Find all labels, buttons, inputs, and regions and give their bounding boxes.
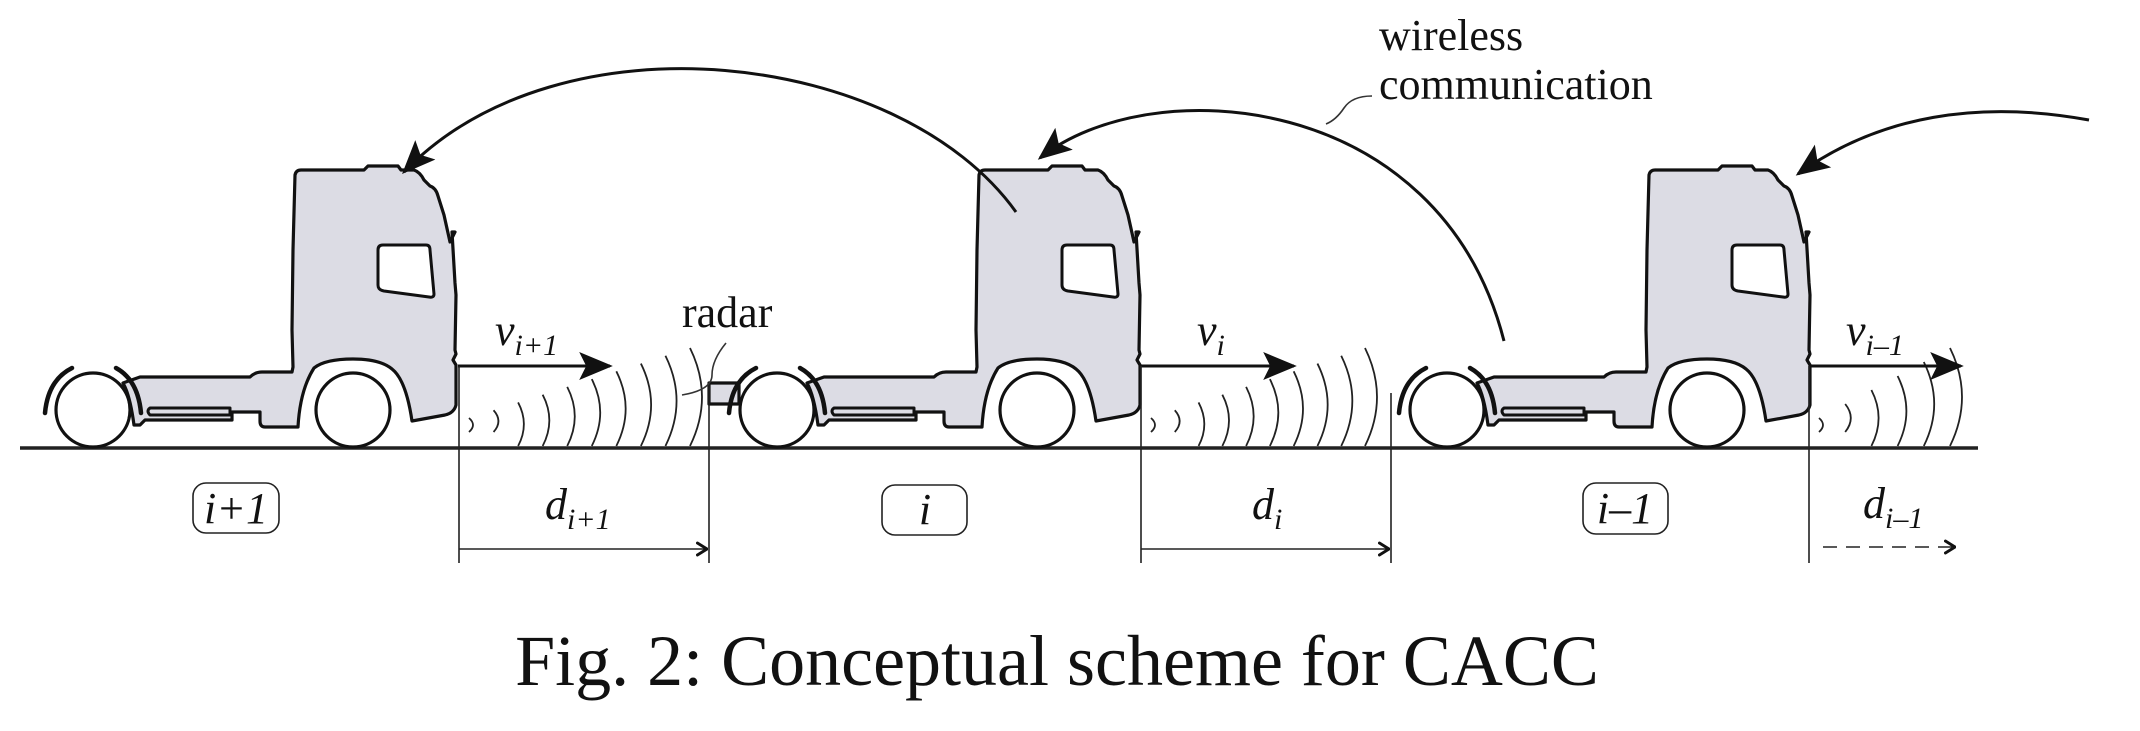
- velocity-label: vi: [1197, 306, 1225, 362]
- truck-i: [707, 166, 1140, 447]
- radar-wave-arc: [1364, 347, 1378, 447]
- gap-label: di: [1252, 480, 1282, 536]
- radar-wave-arc: [640, 363, 653, 447]
- radar-wave-arc: [615, 370, 627, 447]
- radar-wave-arc: [566, 386, 576, 447]
- radar-wave-arc: [590, 378, 602, 447]
- wireless-leader-line: [1325, 95, 1373, 125]
- radar-wave-arc: [1340, 355, 1354, 447]
- radar-wave-arc: [468, 417, 474, 433]
- velocity-label: vi+1: [495, 306, 558, 362]
- radar-wave-arc: [492, 409, 500, 433]
- radar-wave-arc: [1174, 409, 1181, 433]
- radar-wave-arc: [1922, 361, 1936, 447]
- radar-wave-arc: [689, 347, 703, 447]
- gap-label: di–1: [1863, 479, 1923, 535]
- wireless-link-preceding-to-i-minus-1: [1795, 110, 2090, 176]
- vehicle-index-text: i+1: [204, 484, 268, 533]
- vehicle-label-i: i: [881, 484, 968, 536]
- radar-wave-arc: [1818, 417, 1824, 433]
- wireless-link-i-to-i-plus-1: [402, 67, 1018, 213]
- vehicle-label-i-plus-1: i+1: [192, 482, 280, 534]
- radar-wave-arc: [1292, 370, 1304, 447]
- radar-wave-arc: [517, 402, 525, 447]
- radar-wave-arc: [1316, 363, 1329, 447]
- radar-wave-arc: [1150, 417, 1156, 433]
- radar-wave-arc: [1844, 403, 1852, 433]
- radar-wave-arc: [1949, 347, 1963, 447]
- radar-wave-arc: [1870, 389, 1880, 447]
- velocity-arrow-i: vi: [1141, 306, 1297, 380]
- truck-icon: [45, 166, 456, 447]
- radar-wave-arc: [1896, 375, 1908, 447]
- vehicle-index-text: i: [919, 485, 931, 534]
- radar-label: radar: [682, 288, 773, 337]
- gap-marker-i-plus-1: di+1: [458, 366, 710, 563]
- velocity-arrow-i-minus-1: vi–1: [1809, 306, 1964, 380]
- gap-marker-i-minus-1: di–1: [1808, 366, 1955, 563]
- vehicle-index-text: i–1: [1597, 484, 1653, 533]
- gap-marker-i: di: [1140, 366, 1392, 563]
- velocity-label: vi–1: [1846, 306, 1904, 362]
- wireless-link-i-minus-1-to-i: [1037, 109, 1506, 342]
- truck-i-minus-1: [1399, 166, 1810, 447]
- wireless-label-line2: communication: [1379, 60, 1653, 109]
- velocity-arrow-i-plus-1: vi+1: [458, 306, 613, 380]
- gap-label: di+1: [545, 480, 611, 536]
- radar-wave-arc: [1269, 378, 1280, 447]
- radar-wave-arc: [1221, 394, 1230, 447]
- radar-leader-line: [681, 342, 727, 396]
- radar-wave-arc: [541, 394, 551, 447]
- figure-caption: Fig. 2: Conceptual scheme for CACC: [515, 621, 1599, 701]
- radar-wave-arc: [664, 355, 678, 447]
- wireless-label-line1: wireless: [1379, 11, 1523, 60]
- vehicle-label-i-minus-1: i–1: [1582, 482, 1669, 535]
- truck-icon: [1399, 166, 1810, 447]
- truck-icon: [729, 166, 1140, 447]
- radar-wave-arc: [1197, 402, 1206, 447]
- truck-i-plus-1: [45, 166, 456, 447]
- radar-wave-arc: [1245, 386, 1255, 447]
